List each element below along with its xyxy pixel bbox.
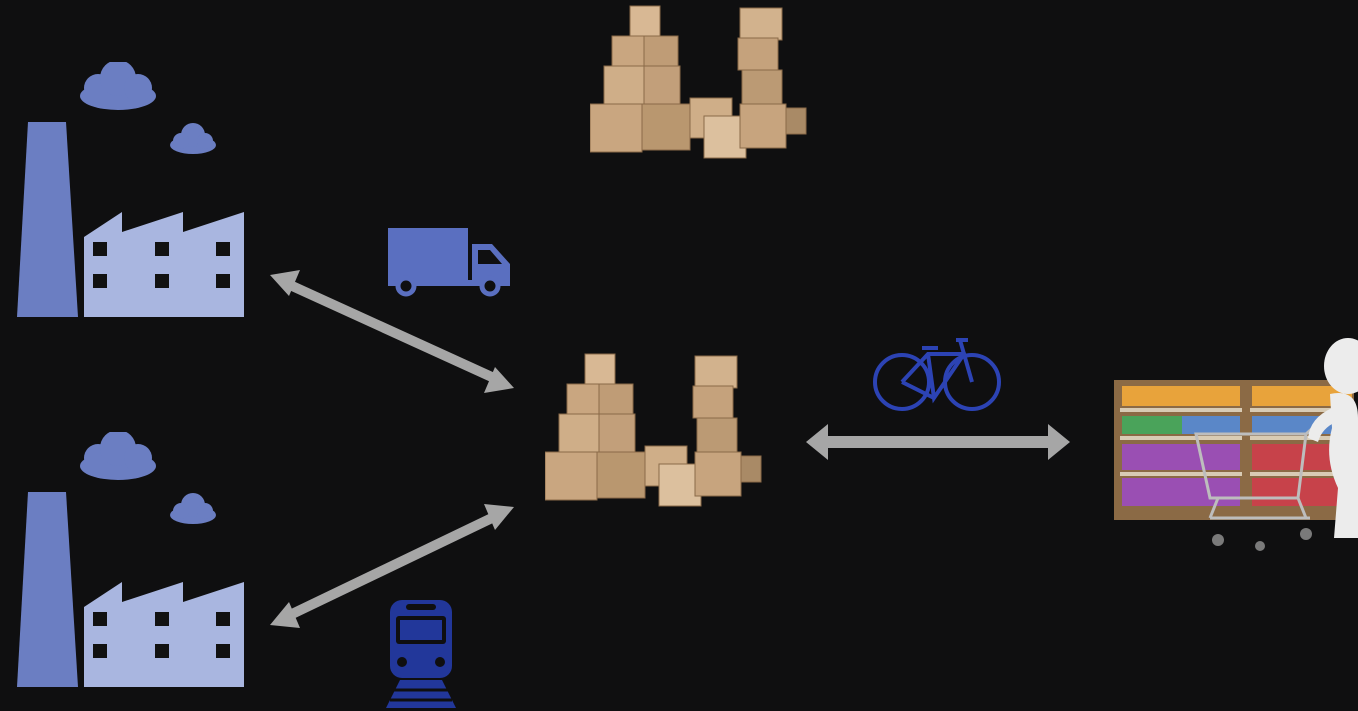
- truck-icon: [388, 228, 512, 298]
- supermarket-shopper-icon: [1110, 338, 1358, 558]
- bicycle-icon: [872, 334, 1004, 414]
- train-icon: [382, 600, 460, 710]
- arrow-warehouse-supermarket: [806, 424, 1070, 460]
